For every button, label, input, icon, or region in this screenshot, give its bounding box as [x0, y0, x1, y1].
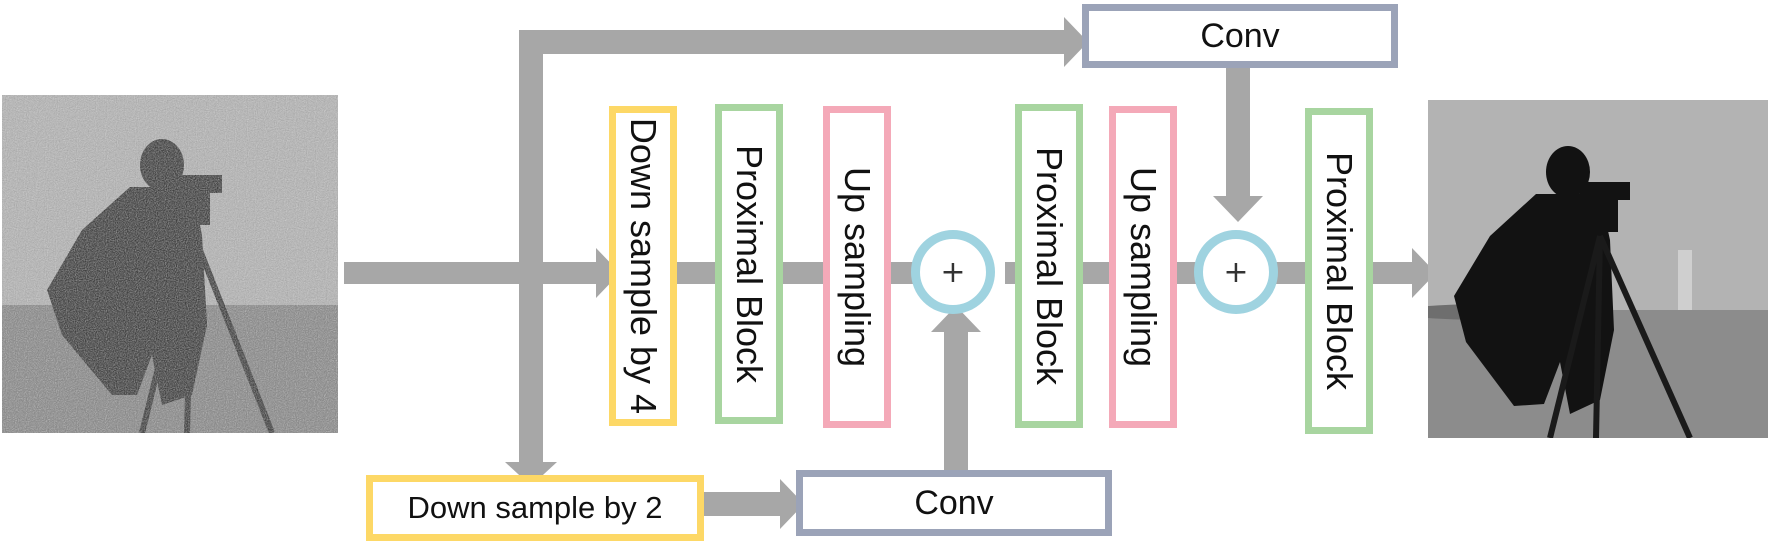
output-image	[1398, 100, 1768, 440]
arrowhead-conv-bottom	[780, 479, 804, 529]
down-sample-4-label: Down sample by 4	[623, 117, 665, 415]
conv-bottom-label: Conv	[914, 483, 994, 522]
arrow-down4-prox1	[675, 262, 715, 284]
up-sampling-2-block: Up sampling	[1109, 106, 1177, 428]
up-sampling-2-label: Up sampling	[1123, 166, 1164, 368]
arrow-prox3-output	[1371, 262, 1417, 284]
proximal-block-3-label: Proximal Block	[1319, 151, 1360, 391]
sum-1-symbol: +	[940, 254, 966, 290]
proximal-block-2-label: Proximal Block	[1029, 146, 1070, 386]
arrow-down2-to-conv-bottom	[704, 492, 784, 516]
arrowhead-conv-top	[1064, 17, 1088, 67]
arrow-input-to-down4	[344, 262, 599, 284]
arrowhead-sum1	[931, 306, 981, 332]
arrow-prox2-up2	[1079, 262, 1109, 284]
down-sample-2-block: Down sample by 2	[366, 475, 704, 541]
arrow-up2-sum2	[1175, 262, 1197, 284]
sum-2-symbol: +	[1223, 254, 1249, 290]
up-sampling-1-label: Up sampling	[837, 166, 878, 368]
arrow-branch-to-conv-top	[519, 30, 1069, 54]
conv-top-label: Conv	[1200, 16, 1280, 55]
sum-node-1: +	[911, 230, 995, 314]
proximal-block-3: Proximal Block	[1305, 108, 1373, 434]
arrow-conv-top-to-sum2	[1226, 68, 1250, 198]
down-sample-2-label: Down sample by 2	[407, 490, 663, 525]
proximal-block-1: Proximal Block	[715, 104, 783, 424]
arrowhead-sum2	[1213, 196, 1263, 222]
arrowhead-down4	[596, 248, 620, 298]
arrowhead-down2	[505, 462, 557, 486]
arrow-conv-bottom-to-sum1	[944, 330, 968, 474]
arrow-sum2-prox3	[1276, 262, 1306, 284]
conv-top-block: Conv	[1082, 4, 1398, 68]
arrow-branch-vertical	[519, 30, 543, 470]
input-image	[2, 95, 338, 435]
up-sampling-1-block: Up sampling	[823, 106, 891, 428]
sum-node-2: +	[1194, 230, 1278, 314]
arrowhead-output	[1412, 248, 1436, 298]
conv-bottom-block: Conv	[796, 470, 1112, 536]
down-sample-4-block: Down sample by 4	[609, 106, 677, 426]
proximal-block-2: Proximal Block	[1015, 104, 1083, 428]
arrow-prox1-up1	[780, 262, 825, 284]
proximal-block-1-label: Proximal Block	[729, 144, 770, 384]
